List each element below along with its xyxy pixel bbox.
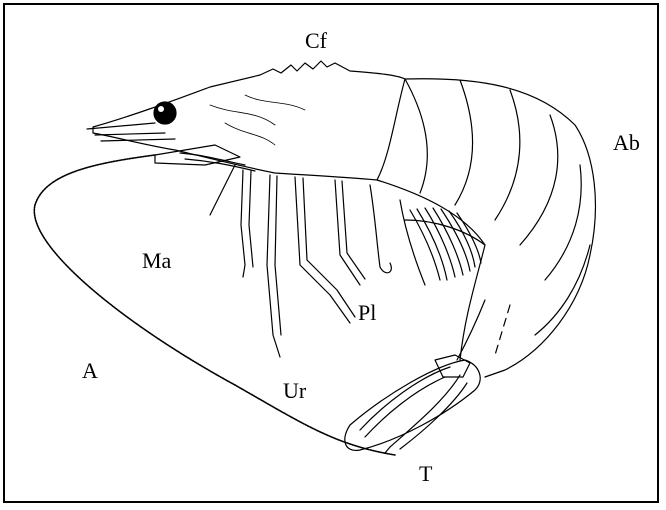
leg-2b <box>249 171 253 267</box>
label-antenna: A <box>82 360 98 382</box>
leg-2 <box>241 170 245 277</box>
leg-3 <box>267 175 280 357</box>
pleopod-base <box>405 220 485 245</box>
label-uropod: Ur <box>283 380 306 402</box>
segment-3 <box>495 90 520 220</box>
label-pleopods: Pl <box>358 302 376 324</box>
pleopod-fringe-5 <box>441 209 470 271</box>
leg-3b <box>275 176 281 335</box>
pleopod-2 <box>400 200 425 285</box>
leg-5b <box>342 181 365 279</box>
carapace-outline <box>93 61 405 180</box>
segment-5 <box>545 165 581 280</box>
segment-6 <box>535 245 590 335</box>
abdomen-underside <box>377 180 485 360</box>
leg-1 <box>210 165 235 215</box>
carapace-grooves <box>210 95 305 145</box>
pleopod-1 <box>370 185 391 273</box>
shrimp-illustration <box>5 5 661 505</box>
antenna-flagellum <box>34 155 395 455</box>
rostrum <box>87 123 175 141</box>
label-maxilliped: Ma <box>142 250 171 272</box>
leg-4 <box>295 177 350 323</box>
abdomen-outline <box>405 79 595 377</box>
pleopod-fringe-7 <box>457 213 481 263</box>
uropod-inner <box>360 367 450 437</box>
segment-6-lower <box>457 300 485 360</box>
segment-4 <box>520 115 558 245</box>
leg-5 <box>335 180 360 285</box>
label-abdomen: Ab <box>613 132 640 154</box>
segment-1 <box>405 79 427 193</box>
figure-frame: Cf Ab Ma Pl A Ur T <box>3 3 659 503</box>
label-telson: T <box>419 463 432 485</box>
label-carapace: Cf <box>305 30 327 52</box>
segment-2 <box>455 80 473 205</box>
eye <box>154 102 176 124</box>
tail-joint <box>435 355 470 377</box>
segment-dash <box>495 305 510 355</box>
